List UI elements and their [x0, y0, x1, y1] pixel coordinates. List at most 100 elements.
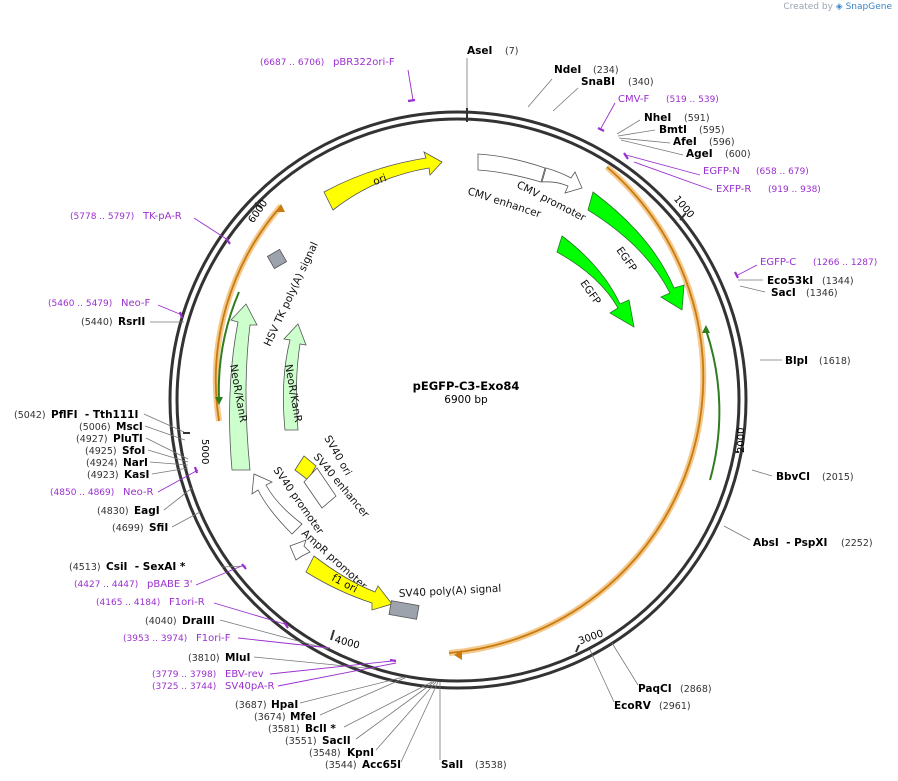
primer-neo-f[interactable]: Neo-F — [121, 298, 151, 309]
feature-label-ori: ori — [371, 172, 388, 188]
primer-range-egfp-n: (658 .. 679) — [756, 167, 809, 177]
site-bmti[interactable]: BmtI — [659, 124, 687, 136]
site-afei[interactable]: AfeI — [673, 136, 697, 148]
site-pos-afei: (596) — [709, 137, 735, 148]
watermark-brand: SnapGene — [845, 2, 892, 12]
site-msci[interactable]: MscI — [116, 421, 143, 433]
sv40-enhancer-box — [303, 467, 337, 509]
feature-sv40-polya[interactable]: SV40 poly(A) signal — [388, 583, 502, 620]
primer-f1ori-r[interactable]: F1ori-R — [169, 597, 205, 608]
site-hpai[interactable]: HpaI — [271, 699, 298, 711]
feature-ori[interactable]: ori — [323, 151, 443, 211]
cmv-enhancer-arrow — [477, 153, 546, 183]
leader-draiii — [219, 619, 329, 650]
leader-sfii — [171, 511, 201, 528]
sv40-promoter-arrow — [251, 473, 303, 535]
leader-egfp-c — [735, 264, 758, 277]
site-nhei[interactable]: NheI — [644, 112, 671, 124]
site-blpi[interactable]: BlpI — [785, 355, 808, 367]
insert-highlight-arc — [448, 164, 707, 656]
leader-mfei — [319, 676, 408, 716]
feature-neor-kanr-inner[interactable]: NeoR/KanR — [282, 323, 307, 431]
site-rsrii[interactable]: RsrII — [118, 316, 145, 328]
site-bbvci[interactable]: BbvCI — [776, 471, 810, 483]
snapgene-watermark: Created by ◈ SnapGene — [783, 2, 892, 12]
site-pluti[interactable]: PluTI — [113, 433, 143, 445]
f1-ori-arrow — [305, 555, 393, 611]
primer-exfp-r[interactable]: EXFP-R — [716, 184, 751, 195]
site-eco53ki[interactable]: Eco53kI — [767, 275, 813, 287]
site-kasi[interactable]: KasI — [124, 469, 149, 481]
site-ecorv[interactable]: EcoRV — [614, 700, 652, 712]
site-snabi[interactable]: SnaBI — [581, 76, 615, 88]
site-bcli[interactable]: BclI * — [305, 723, 336, 735]
primer-neo-r[interactable]: Neo-R — [123, 487, 154, 498]
plasmid-length: 6900 bp — [444, 394, 488, 406]
site-pos-msci: (5006) — [79, 422, 111, 433]
neo-orf-arc — [217, 291, 240, 401]
leader-nhei — [616, 119, 641, 135]
primer-sv40pa-r[interactable]: SV40pA-R — [225, 681, 274, 692]
mark-neo-f — [178, 311, 184, 319]
site-csii-sexai[interactable]: CsiI - SexAI * — [106, 561, 186, 573]
site-kpni[interactable]: KpnI — [347, 747, 374, 759]
primer-egfp-c[interactable]: EGFP-C — [760, 257, 796, 268]
site-nari[interactable]: NarI — [123, 457, 148, 469]
site-sali[interactable]: SalI — [441, 759, 463, 771]
site-draiii[interactable]: DraIII — [182, 615, 215, 627]
site-sfii[interactable]: SfiI — [149, 522, 168, 534]
plasmid-title: pEGFP-C3-Exo84 — [413, 379, 520, 393]
site-pflfi-tth111i[interactable]: PflFI - Tth111I — [51, 409, 138, 421]
mark-cmv-f — [597, 127, 605, 132]
site-paqci[interactable]: PaqCI — [638, 683, 672, 695]
primer-marks — [178, 98, 739, 663]
tick-label-5000: 5000 — [199, 439, 210, 464]
leader-kasi — [151, 467, 189, 475]
primer-range-cmv-f: (519 .. 539) — [666, 95, 719, 105]
site-ndei[interactable]: NdeI — [554, 64, 581, 76]
primer-f1ori-f[interactable]: F1ori-F — [196, 633, 231, 644]
leader-sv40pa-r — [277, 662, 397, 687]
site-sacii[interactable]: SacII — [322, 735, 351, 747]
feature-egfp-outer[interactable]: EGFP — [587, 191, 685, 311]
mark-egfp-n — [623, 152, 629, 160]
site-mfei[interactable]: MfeI — [290, 711, 316, 723]
leader-afei — [618, 137, 671, 144]
egfp-orf-arrowhead — [702, 325, 710, 333]
leader-sfoi — [147, 449, 189, 463]
leader-bcli — [343, 681, 433, 728]
site-pos-bbvci: (2015) — [822, 472, 854, 483]
site-mlui[interactable]: MluI — [225, 652, 250, 664]
site-pos-sacii: (3551) — [285, 736, 317, 747]
primer-range-ebv-rev: (3779 .. 3798) — [152, 670, 216, 680]
leader-pflfi — [143, 413, 185, 433]
site-asei[interactable]: AseI — [467, 45, 492, 57]
site-acc65i[interactable]: Acc65I — [362, 759, 401, 771]
leader-agei — [620, 139, 684, 156]
primer-range-tk-pa-r: (5778 .. 5797) — [70, 212, 134, 222]
mark-pbabe — [241, 563, 247, 570]
site-agei[interactable]: AgeI — [686, 148, 713, 160]
site-sfoi[interactable]: SfoI — [122, 445, 145, 457]
primer-pbr322ori-f[interactable]: pBR322ori-F — [333, 57, 395, 68]
tick-label-2000: 2000 — [736, 428, 747, 453]
site-eagi[interactable]: EagI — [134, 505, 160, 517]
feature-neor-kanr-outer[interactable]: NeoR/KanR — [227, 303, 258, 471]
leader-acc65i — [400, 681, 439, 763]
site-absi-pspxi[interactable]: AbsI - PspXI — [753, 537, 827, 549]
primer-cmv-f[interactable]: CMV-F — [618, 94, 649, 105]
primer-egfp-n[interactable]: EGFP-N — [703, 166, 740, 177]
primer-ebv-rev[interactable]: EBV-rev — [225, 669, 264, 680]
site-pos-nari: (4924) — [86, 458, 118, 469]
leader-tk-pa-r — [193, 217, 229, 241]
site-saci[interactable]: SacI — [771, 287, 796, 299]
primer-pbabe[interactable]: pBABE 3' — [147, 579, 193, 590]
egfp-outer-arrow — [587, 191, 685, 311]
primer-tk-pa-r[interactable]: TK-pA-R — [142, 211, 182, 222]
primer-range-egfp-c: (1266 .. 1287) — [813, 258, 877, 268]
primer-range-f1ori-r: (4165 .. 4184) — [96, 598, 160, 608]
site-pos-rsrii: (5440) — [81, 317, 113, 328]
tick-label-4000: 4000 — [333, 635, 360, 652]
leader-saci — [739, 285, 766, 293]
